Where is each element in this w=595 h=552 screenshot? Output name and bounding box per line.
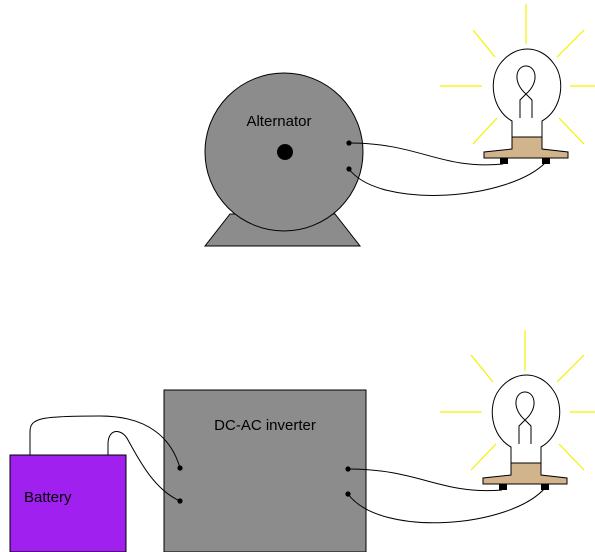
inverter: DC-AC inverter xyxy=(163,389,367,552)
lamp-terminals xyxy=(499,484,549,490)
top-wire-2 xyxy=(348,161,547,196)
lamp-terminals xyxy=(500,158,550,164)
bulb-filament xyxy=(516,65,536,118)
top-lamp xyxy=(440,4,595,164)
inverter-label: DC-AC inverter xyxy=(214,417,316,434)
light-rays xyxy=(440,330,595,471)
alternator: Alternator xyxy=(203,72,364,247)
bottom-lamp xyxy=(440,330,595,490)
battery: Battery xyxy=(9,454,127,552)
light-rays xyxy=(440,4,595,145)
battery-wire-2 xyxy=(107,431,181,502)
alternator-label: Alternator xyxy=(246,113,311,130)
alternator-shaft xyxy=(277,144,293,160)
battery-label: Battery xyxy=(24,489,72,506)
lamp-socket xyxy=(483,136,569,159)
top-wire-1 xyxy=(348,142,504,166)
bottom-wire-1 xyxy=(347,468,503,492)
lamp-socket xyxy=(482,462,568,485)
bulb-filament xyxy=(515,391,535,444)
bottom-wire-2 xyxy=(347,487,546,524)
top-wires xyxy=(348,142,547,196)
bottom-wires xyxy=(29,415,546,524)
inverter-body xyxy=(163,389,367,552)
battery-body xyxy=(9,454,127,552)
battery-wire-1 xyxy=(29,415,181,469)
